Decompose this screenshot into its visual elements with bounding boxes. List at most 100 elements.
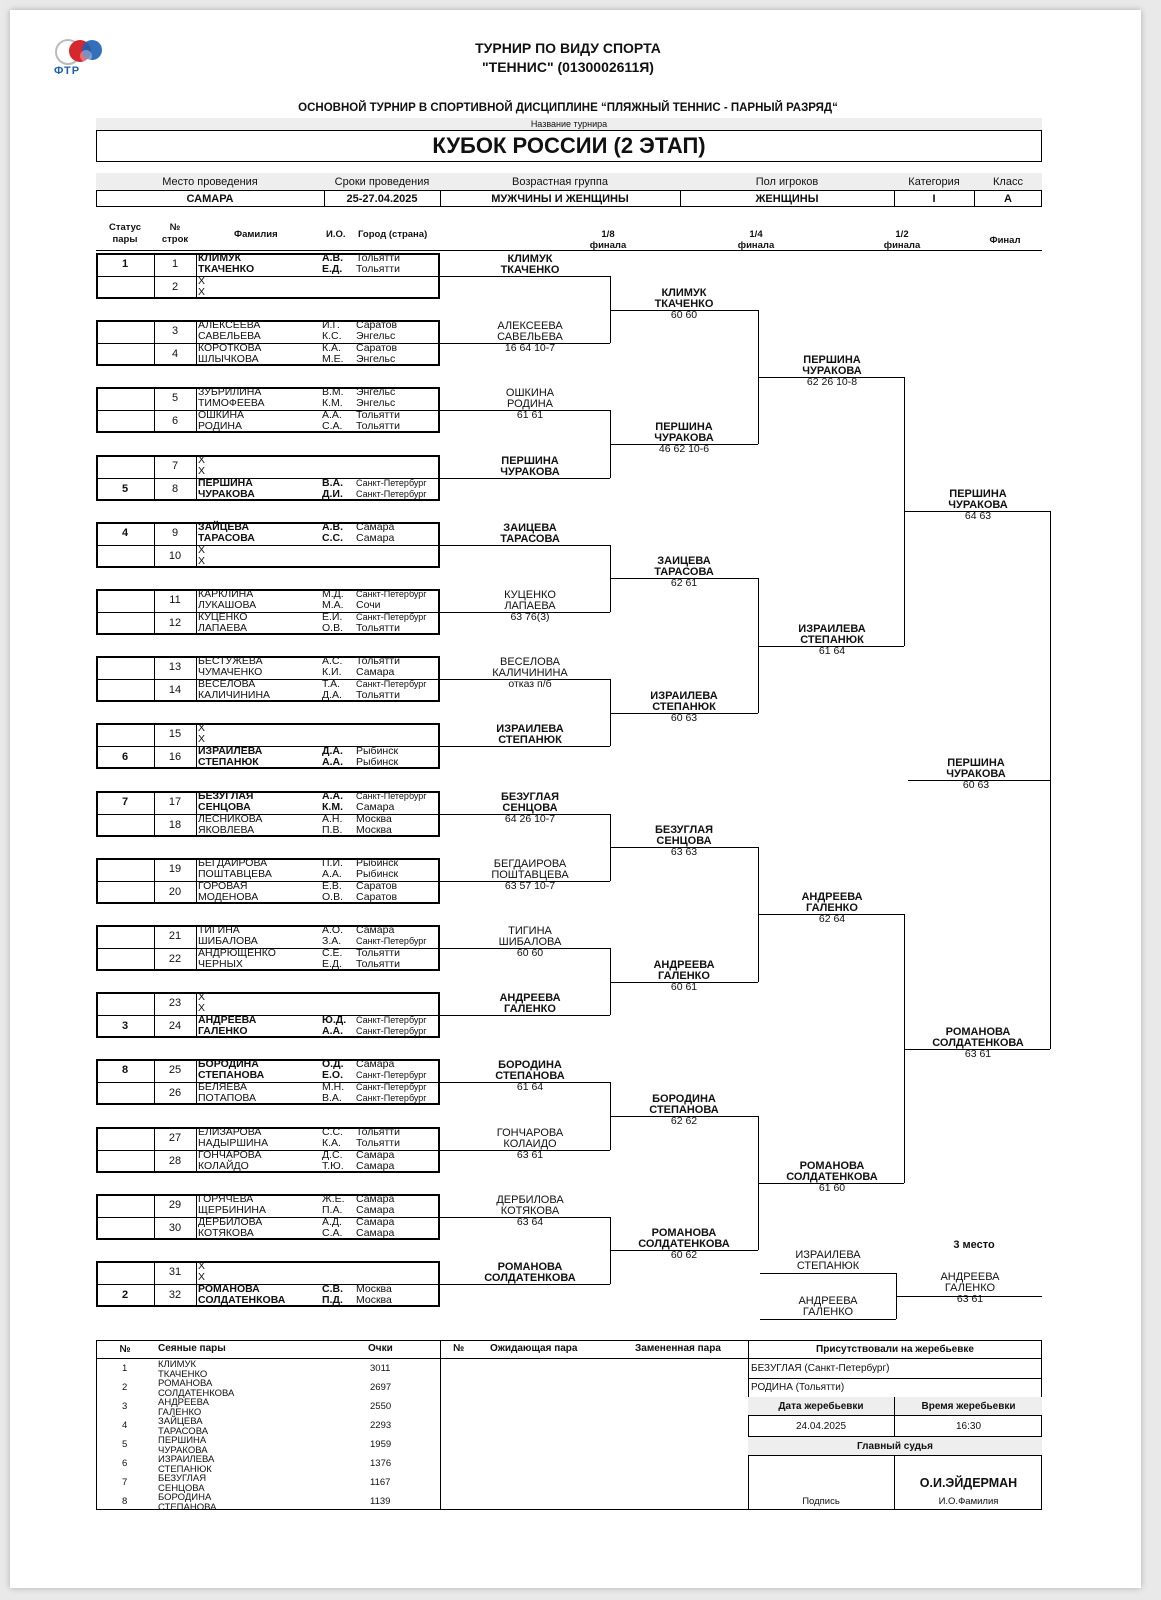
winner-name-2: КАЛИЧИНИНА — [492, 667, 568, 680]
player-2-initials: О.В. — [322, 622, 344, 634]
winner-name-2: СОЛДАТЕНКОВА — [786, 1171, 878, 1184]
draw-sheet: ФТР ТУРНИР ПО ВИДУ СПОРТА "ТЕННИС" (0130… — [10, 10, 1141, 1588]
player-1-initials: М.Д. — [322, 588, 344, 600]
player-2-initials: К.М. — [322, 397, 343, 410]
info-value-5: A — [1004, 192, 1012, 205]
winner-name-2: СТЕПАНЮК — [800, 633, 864, 646]
seed-number: 7 — [122, 1477, 128, 1488]
player-1-surname: АНДРЕЕВА — [198, 1014, 257, 1027]
player-1-city: Самара — [356, 520, 395, 533]
player-1-city: Москва — [356, 1283, 392, 1295]
player-1-surname: БЕСТУЖЕВА — [198, 655, 263, 668]
champion-score: 60 63 — [962, 779, 990, 791]
line-number: 21 — [168, 930, 182, 942]
seed-player-2: ГАЛЕНКО — [158, 1406, 202, 1418]
player-1-city: Тольятти — [356, 252, 400, 264]
player-1-city: Самара — [356, 1215, 395, 1228]
player-2-city: Санкт-Петербург — [356, 1093, 427, 1104]
player-2-surname: ЩЕРБИНИНА — [198, 1203, 267, 1216]
player-1-surname: X — [198, 275, 206, 287]
winner-name-2: КОТЯКОВА — [500, 1204, 560, 1217]
player-1-city: Рыбинск — [356, 856, 399, 869]
match-score: 63 64 — [516, 1215, 544, 1228]
seed-status — [96, 612, 154, 635]
line-number: 6 — [171, 415, 179, 428]
player-1-city: Тольятти — [356, 409, 400, 422]
champion-name: ПЕРШИНА — [947, 757, 1005, 769]
player-1-surname: ЗУБРИЛИНА — [198, 386, 262, 399]
line-number: 19 — [168, 862, 182, 875]
player-1-city: Рыбинск — [356, 745, 399, 758]
winner-name-2: ЧУРАКОВА — [500, 465, 560, 478]
winner-name-1: РОМАНОВА — [651, 1227, 717, 1240]
player-1-initials: Е.И. — [322, 611, 343, 623]
info-value-3: ЖЕНЩИНЫ — [755, 192, 819, 205]
player-2-city: Энгельс — [356, 330, 396, 343]
winner-name-1: КУЦЕНКО — [504, 589, 556, 601]
replaced-pair-header: Замененная пара — [635, 1343, 721, 1354]
line-number: 29 — [168, 1198, 182, 1211]
player-2-surname: X — [198, 554, 206, 567]
seed-no-header: № — [119, 1343, 131, 1355]
winner-name-1: АЛЕКСЕЕВА — [497, 320, 563, 333]
draw-date-label: Дата жеребьевки — [748, 1397, 894, 1415]
seed-points: 2550 — [370, 1401, 392, 1412]
seed-status — [96, 679, 154, 702]
winner-name-2: СОЛДАТЕНКОВА — [484, 1272, 576, 1284]
player-2-surname: САВЕЛЬЕВА — [198, 330, 261, 343]
winner-name-1: БЕЗУГЛАЯ — [500, 790, 560, 803]
chief-judge-name: О.И.ЭЙДЕРМАН — [919, 1476, 1018, 1490]
player-1-city: Самара — [356, 1058, 395, 1071]
seed-status: 2 — [121, 1289, 129, 1301]
info-label-2: Возрастная группа — [440, 173, 680, 190]
player-1-surname: ТИГИНА — [198, 924, 240, 936]
winner-name-1: АНДРЕЕВА — [499, 992, 561, 1005]
info-value-1: 25-27.04.2025 — [346, 192, 418, 205]
chief-judge-title: Главный судья — [748, 1437, 1042, 1455]
player-2-initials: Т.Ю. — [322, 1159, 344, 1172]
player-2-surname: СОЛДАТЕНКОВА — [198, 1294, 286, 1306]
title-line-2: "ТЕННИС" (0130002611Я) — [482, 59, 654, 75]
winner-name-1: АНДРЕЕВА — [801, 891, 863, 904]
player-1-city: Санкт-Петербург — [356, 1082, 427, 1093]
player-2-surname: РОДИНА — [198, 420, 242, 433]
match-score: 61 60 — [818, 1182, 846, 1195]
player-2-initials: А.А. — [322, 1025, 343, 1038]
seed-number: 5 — [122, 1439, 128, 1450]
winner-name-2: САВЕЛЬЕВА — [497, 331, 563, 344]
present-1: БЕЗУГЛАЯ (Санкт-Петербург) — [751, 1363, 890, 1374]
line-number: 14 — [168, 684, 182, 697]
player-1-initials: С.С. — [322, 1125, 343, 1138]
player-1-city: Самара — [356, 924, 395, 936]
player-2-surname: ГАЛЕНКО — [198, 1025, 248, 1038]
match-score: 62 26 10-8 — [806, 375, 858, 388]
tournament-name: КУБОК РОССИИ (2 ЭТАП) — [432, 133, 706, 158]
winner-name-1: БЕГДАИРОВА — [493, 857, 567, 870]
seed-pairs-header: Сеяные пары — [158, 1343, 226, 1354]
player-2-initials: М.Е. — [322, 353, 344, 366]
player-2-city: Рыбинск — [356, 756, 399, 769]
winner-name-1: ПЕРШИНА — [655, 421, 713, 433]
info-label-1: Сроки проведения — [324, 173, 440, 190]
draw-date: 24.04.2025 — [795, 1420, 847, 1432]
winner-name-1: КЛИМУК — [507, 253, 553, 265]
winner-name-1: ИЗРАИЛЕВА — [496, 723, 564, 736]
player-1-initials: Т.А. — [322, 678, 341, 691]
winner-name-2: ГАЛЕНКО — [504, 1003, 556, 1016]
winner-name-1: ЗАИЦЕВА — [657, 555, 711, 568]
